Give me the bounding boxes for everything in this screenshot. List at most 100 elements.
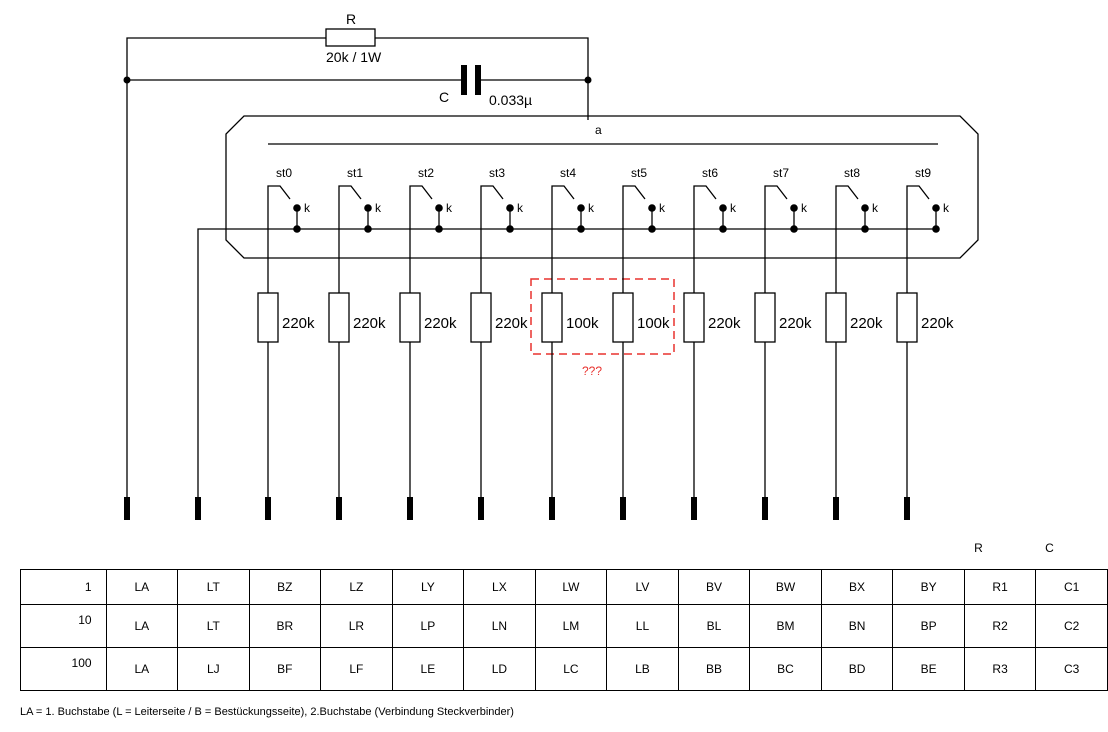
junction-dot: [584, 76, 592, 84]
resistor-value: 220k: [353, 315, 386, 332]
junction-dot: [435, 225, 443, 233]
resistor-body: [612, 292, 634, 343]
resistor-value: 220k: [921, 315, 954, 332]
stage-wire: [267, 185, 291, 505]
contact-k-label: k: [801, 201, 808, 215]
table-cell: BV: [677, 569, 751, 605]
table-cell: LM: [534, 604, 608, 648]
connector-pin: [195, 497, 201, 520]
table-cell: R2: [963, 604, 1037, 648]
table-cell: LE: [391, 647, 465, 691]
schematic-diagram: R 20k / 1W C 0.033µ a ??? st0k220kst1k22…: [123, 11, 979, 520]
highlight-box: [530, 278, 675, 355]
stage-label: st2: [418, 166, 434, 180]
wire-r-loop: [126, 37, 589, 505]
junction-dot: [506, 225, 514, 233]
capacitor-plate-right: [475, 65, 481, 95]
table-cell: BF: [248, 647, 322, 691]
junction-dot: [861, 225, 869, 233]
resistor-value: 220k: [424, 315, 457, 332]
table-cell: BC: [749, 647, 822, 691]
connector-pin: [549, 497, 555, 520]
table-cell: LT: [177, 569, 250, 605]
stage-wire: [338, 185, 362, 505]
resistor-body: [470, 292, 492, 343]
stage-wire: [622, 185, 646, 505]
table-cell: LZ: [320, 569, 393, 605]
table-cell: BL: [677, 604, 751, 648]
contact-k-label: k: [943, 201, 950, 215]
contact-k-label: k: [872, 201, 879, 215]
junction-dot: [719, 225, 727, 233]
resistor-value: 220k: [282, 315, 315, 332]
table-cell: BY: [892, 569, 965, 605]
junction-dot: [293, 225, 301, 233]
resistor-body: [825, 292, 847, 343]
stage-wire: [409, 185, 433, 505]
capacitor-plate-left: [461, 65, 467, 95]
highlight-note: ???: [582, 364, 602, 378]
stage-label: st0: [276, 166, 292, 180]
connector-pin: [762, 497, 768, 520]
table-extra-header: C: [1045, 541, 1054, 555]
contact-k-label: k: [375, 201, 382, 215]
connector-pin: [265, 497, 271, 520]
stage-wire: [764, 185, 788, 505]
stage-st2: st2 k 220k: [399, 166, 457, 520]
junction-dot: [364, 225, 372, 233]
table-cell: BN: [820, 604, 894, 648]
resistor-value: 100k: [637, 315, 670, 332]
table-cell: LJ: [177, 647, 250, 691]
connector-pin: [124, 497, 130, 520]
stage-wire: [906, 185, 930, 505]
resistor-r-label: R: [346, 11, 356, 27]
table-cell: LD: [463, 647, 536, 691]
table-cell: BE: [892, 647, 965, 691]
table-cell: BD: [820, 647, 894, 691]
connector-pin: [620, 497, 626, 520]
capacitor-label: C: [439, 89, 449, 105]
connector-pin: [478, 497, 484, 520]
stage-label: st5: [631, 166, 647, 180]
contact-k-label: k: [304, 201, 311, 215]
contact-k-label: k: [446, 201, 453, 215]
resistor-value: 100k: [566, 315, 599, 332]
contact-k-label: k: [659, 201, 666, 215]
resistor-body: [399, 292, 421, 343]
connector-pin: [904, 497, 910, 520]
stage-st5: st5 k 100k: [612, 166, 670, 520]
junction-dot: [790, 225, 798, 233]
legend-text: LA = 1. Buchstabe (L = Leiterseite / B =…: [20, 706, 514, 718]
stage-wire: [480, 185, 504, 505]
contact-k-label: k: [517, 201, 524, 215]
resistor-value: 220k: [779, 315, 812, 332]
table-extra-header: R: [974, 541, 983, 555]
resistor-value: 220k: [495, 315, 528, 332]
table-cell: C2: [1035, 604, 1108, 648]
table-cell: LF: [320, 647, 393, 691]
resistor-body: [257, 292, 279, 343]
wire-common: [197, 228, 938, 505]
table-row-head: 10: [20, 604, 107, 648]
resistor-body: [896, 292, 918, 343]
resistor-r-body: [325, 28, 376, 47]
table-cell: LV: [606, 569, 679, 605]
stage-wire: [693, 185, 717, 505]
stage-wire: [835, 185, 859, 505]
junction-dot: [577, 225, 585, 233]
table-cell: LY: [391, 569, 465, 605]
contact-k-label: k: [730, 201, 737, 215]
table-cell: LN: [463, 604, 536, 648]
table-cell: R3: [963, 647, 1037, 691]
table-cell: LA: [105, 604, 179, 648]
resistor-value: 220k: [708, 315, 741, 332]
table-cell: LW: [534, 569, 608, 605]
contact-k-label: k: [588, 201, 595, 215]
resistor-body: [541, 292, 563, 343]
